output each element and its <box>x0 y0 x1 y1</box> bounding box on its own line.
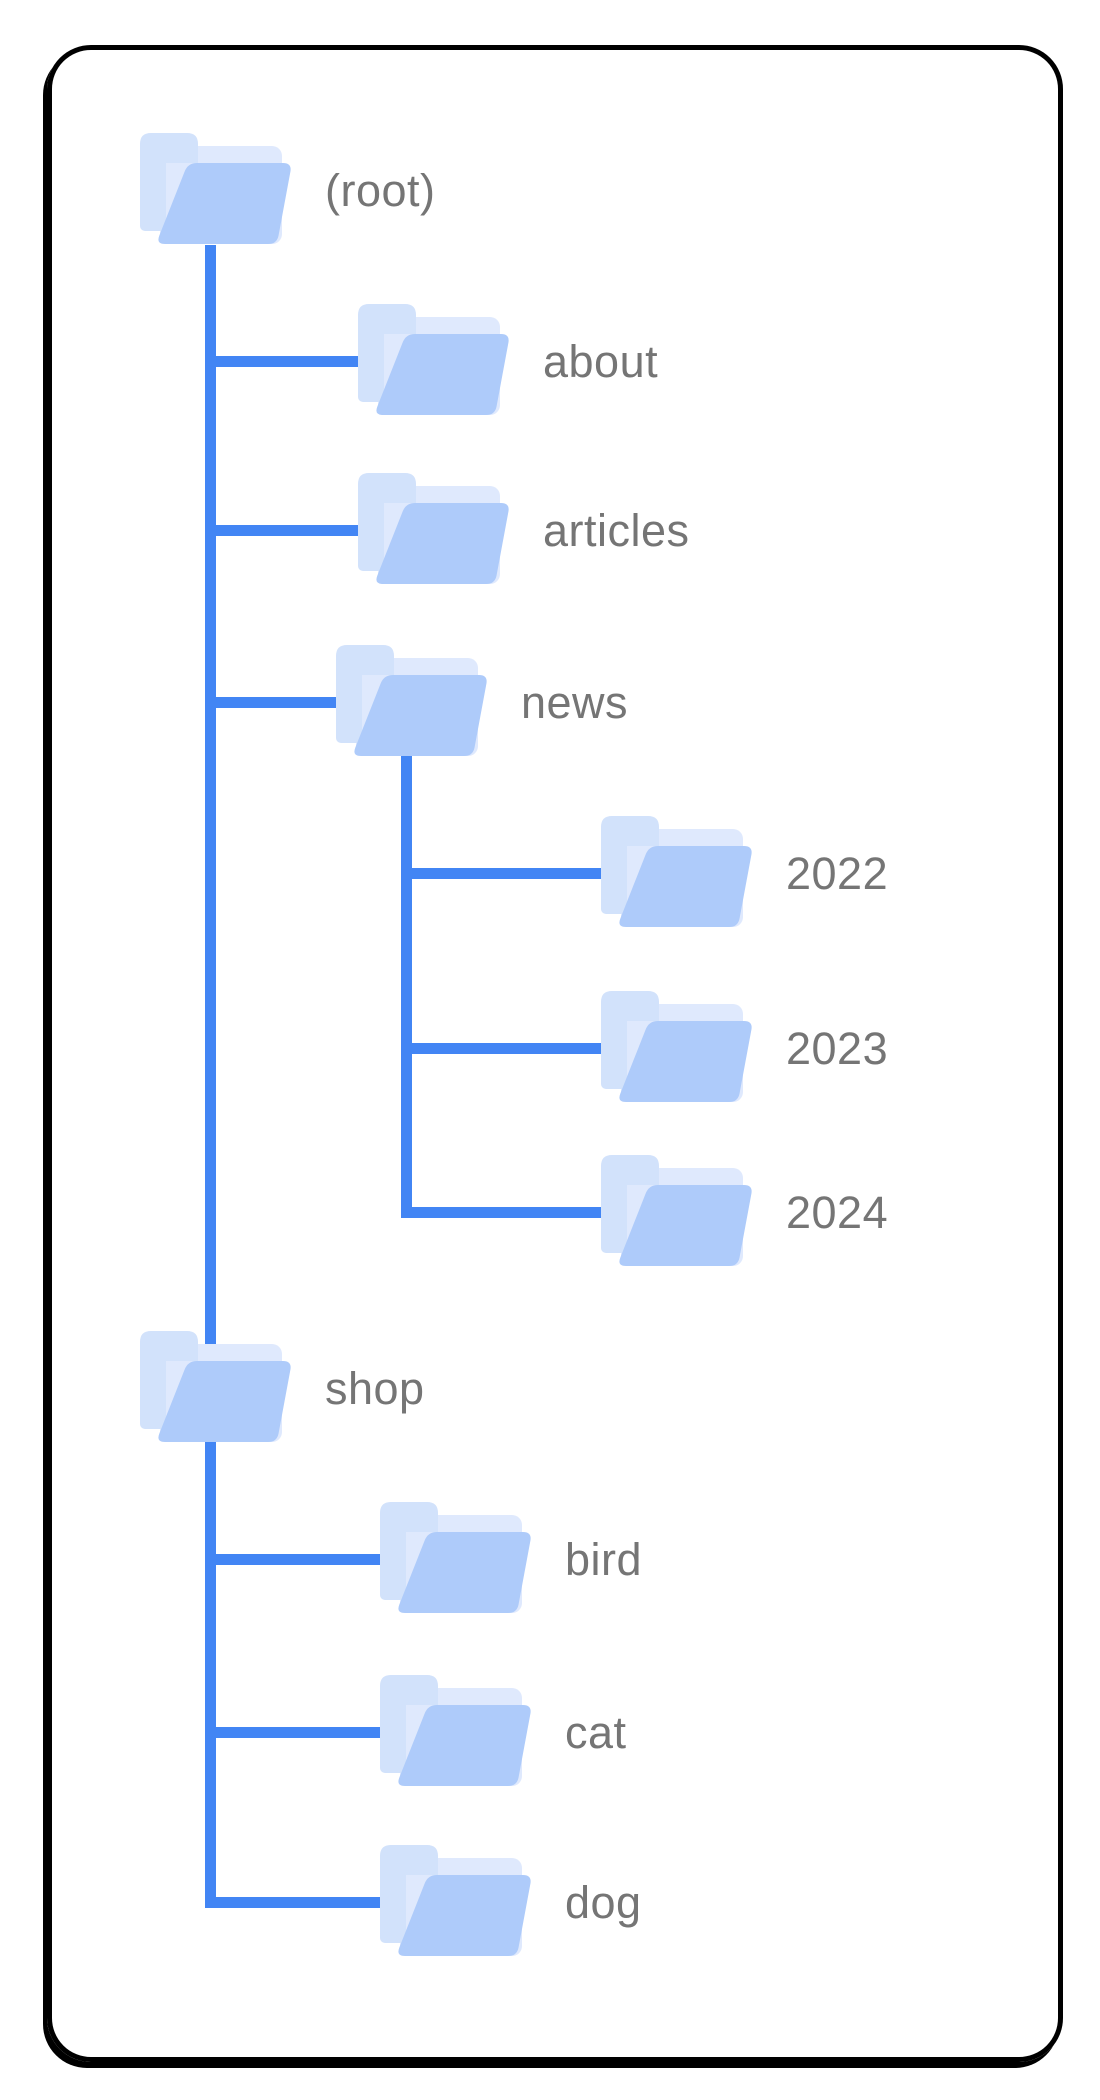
folder-icon <box>358 304 509 415</box>
connector-news-vertical <box>400 756 412 1218</box>
folder-label: (root) <box>325 164 436 216</box>
folder-icon <box>336 645 487 756</box>
connector-branch-2024 <box>400 1206 614 1218</box>
diagram-card <box>47 45 1063 2062</box>
folder-icon <box>358 473 509 584</box>
folder-label: 2024 <box>786 1186 889 1238</box>
connector-branch-2023 <box>400 1042 614 1054</box>
connector-branch-cat <box>204 1726 393 1738</box>
connector-branch-articles <box>204 524 371 536</box>
tree-node-dog: dog <box>380 1845 641 1960</box>
tree-node-2023: 2023 <box>601 991 888 1106</box>
folder-icon <box>601 991 752 1102</box>
folder-icon <box>601 1155 752 1266</box>
tree-node-bird: bird <box>380 1502 642 1617</box>
folder-label: shop <box>325 1362 425 1414</box>
folder-label: about <box>543 335 659 387</box>
folder-icon <box>601 816 752 927</box>
tree-node-2022: 2022 <box>601 816 888 931</box>
tree-node-root: (root) <box>140 133 435 248</box>
folder-icon <box>140 1331 291 1442</box>
folder-label: news <box>521 676 629 728</box>
folder-label: articles <box>543 504 690 556</box>
tree-node-news: news <box>336 645 628 760</box>
folder-icon <box>380 1502 531 1613</box>
folder-label: dog <box>565 1876 642 1928</box>
connector-branch-news <box>204 696 349 708</box>
tree-node-2024: 2024 <box>601 1155 888 1270</box>
folder-icon <box>140 133 291 244</box>
tree-node-articles: articles <box>358 473 689 588</box>
folder-label: cat <box>565 1706 627 1758</box>
tree-node-shop: shop <box>140 1331 424 1446</box>
folder-icon <box>380 1845 531 1956</box>
folder-label: 2023 <box>786 1022 889 1074</box>
connector-branch-2022 <box>400 867 614 879</box>
connector-root-vertical <box>204 245 216 1907</box>
folder-icon <box>380 1675 531 1786</box>
folder-label: bird <box>565 1533 643 1585</box>
connector-branch-about <box>204 355 371 367</box>
connector-branch-bird <box>204 1553 393 1565</box>
tree-node-cat: cat <box>380 1675 626 1790</box>
folder-label: 2022 <box>786 847 889 899</box>
tree-node-about: about <box>358 304 658 419</box>
connector-branch-dog <box>204 1896 393 1908</box>
